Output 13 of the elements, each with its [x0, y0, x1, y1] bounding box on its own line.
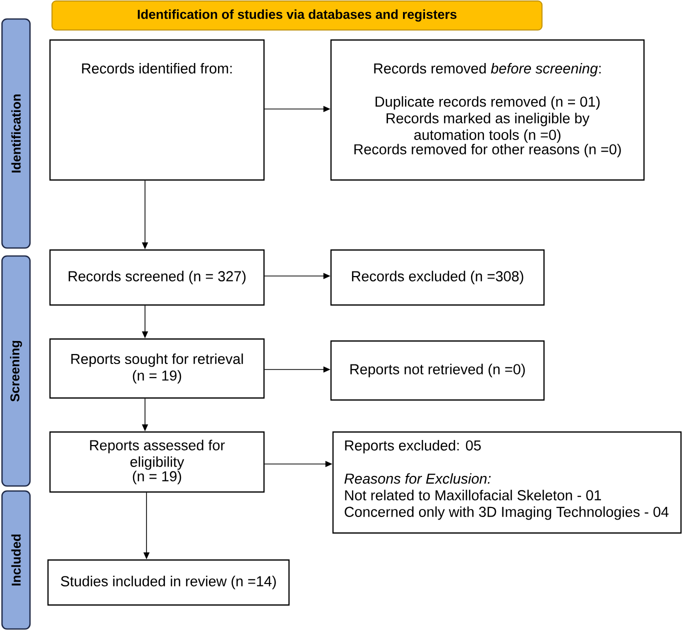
phase-band: Screening	[1, 255, 31, 487]
phase-band: Included	[1, 490, 31, 630]
phase-band: Identification	[1, 18, 31, 249]
process-box: Records excluded (n =308)	[330, 249, 545, 306]
process-box: Records removed before screening: Duplicate records removed (n = 01) Records marked as ineligible by automation tools (n =0) Records removed for other reasons (n =0)	[330, 39, 645, 181]
process-box: Records screened (n = 327)	[49, 249, 265, 306]
process-box: Records identified from:	[49, 39, 265, 181]
process-box: Studies included in review (n =14)	[47, 559, 290, 606]
process-box: Reports excluded: 05 Reasons for Exclusion: Not related to Maxillofacial Skeleton - 01 Concerned only with 3D Imaging Technologies - 04	[332, 431, 682, 534]
process-box: Reports assessed for eligibility (n = 19)	[49, 431, 265, 493]
title-banner: Identification of studies via databases and registers	[52, 0, 542, 30]
process-box: Reports sought for retrieval (n = 19)	[49, 338, 265, 399]
process-box: Reports not retrieved (n =0)	[330, 340, 545, 401]
